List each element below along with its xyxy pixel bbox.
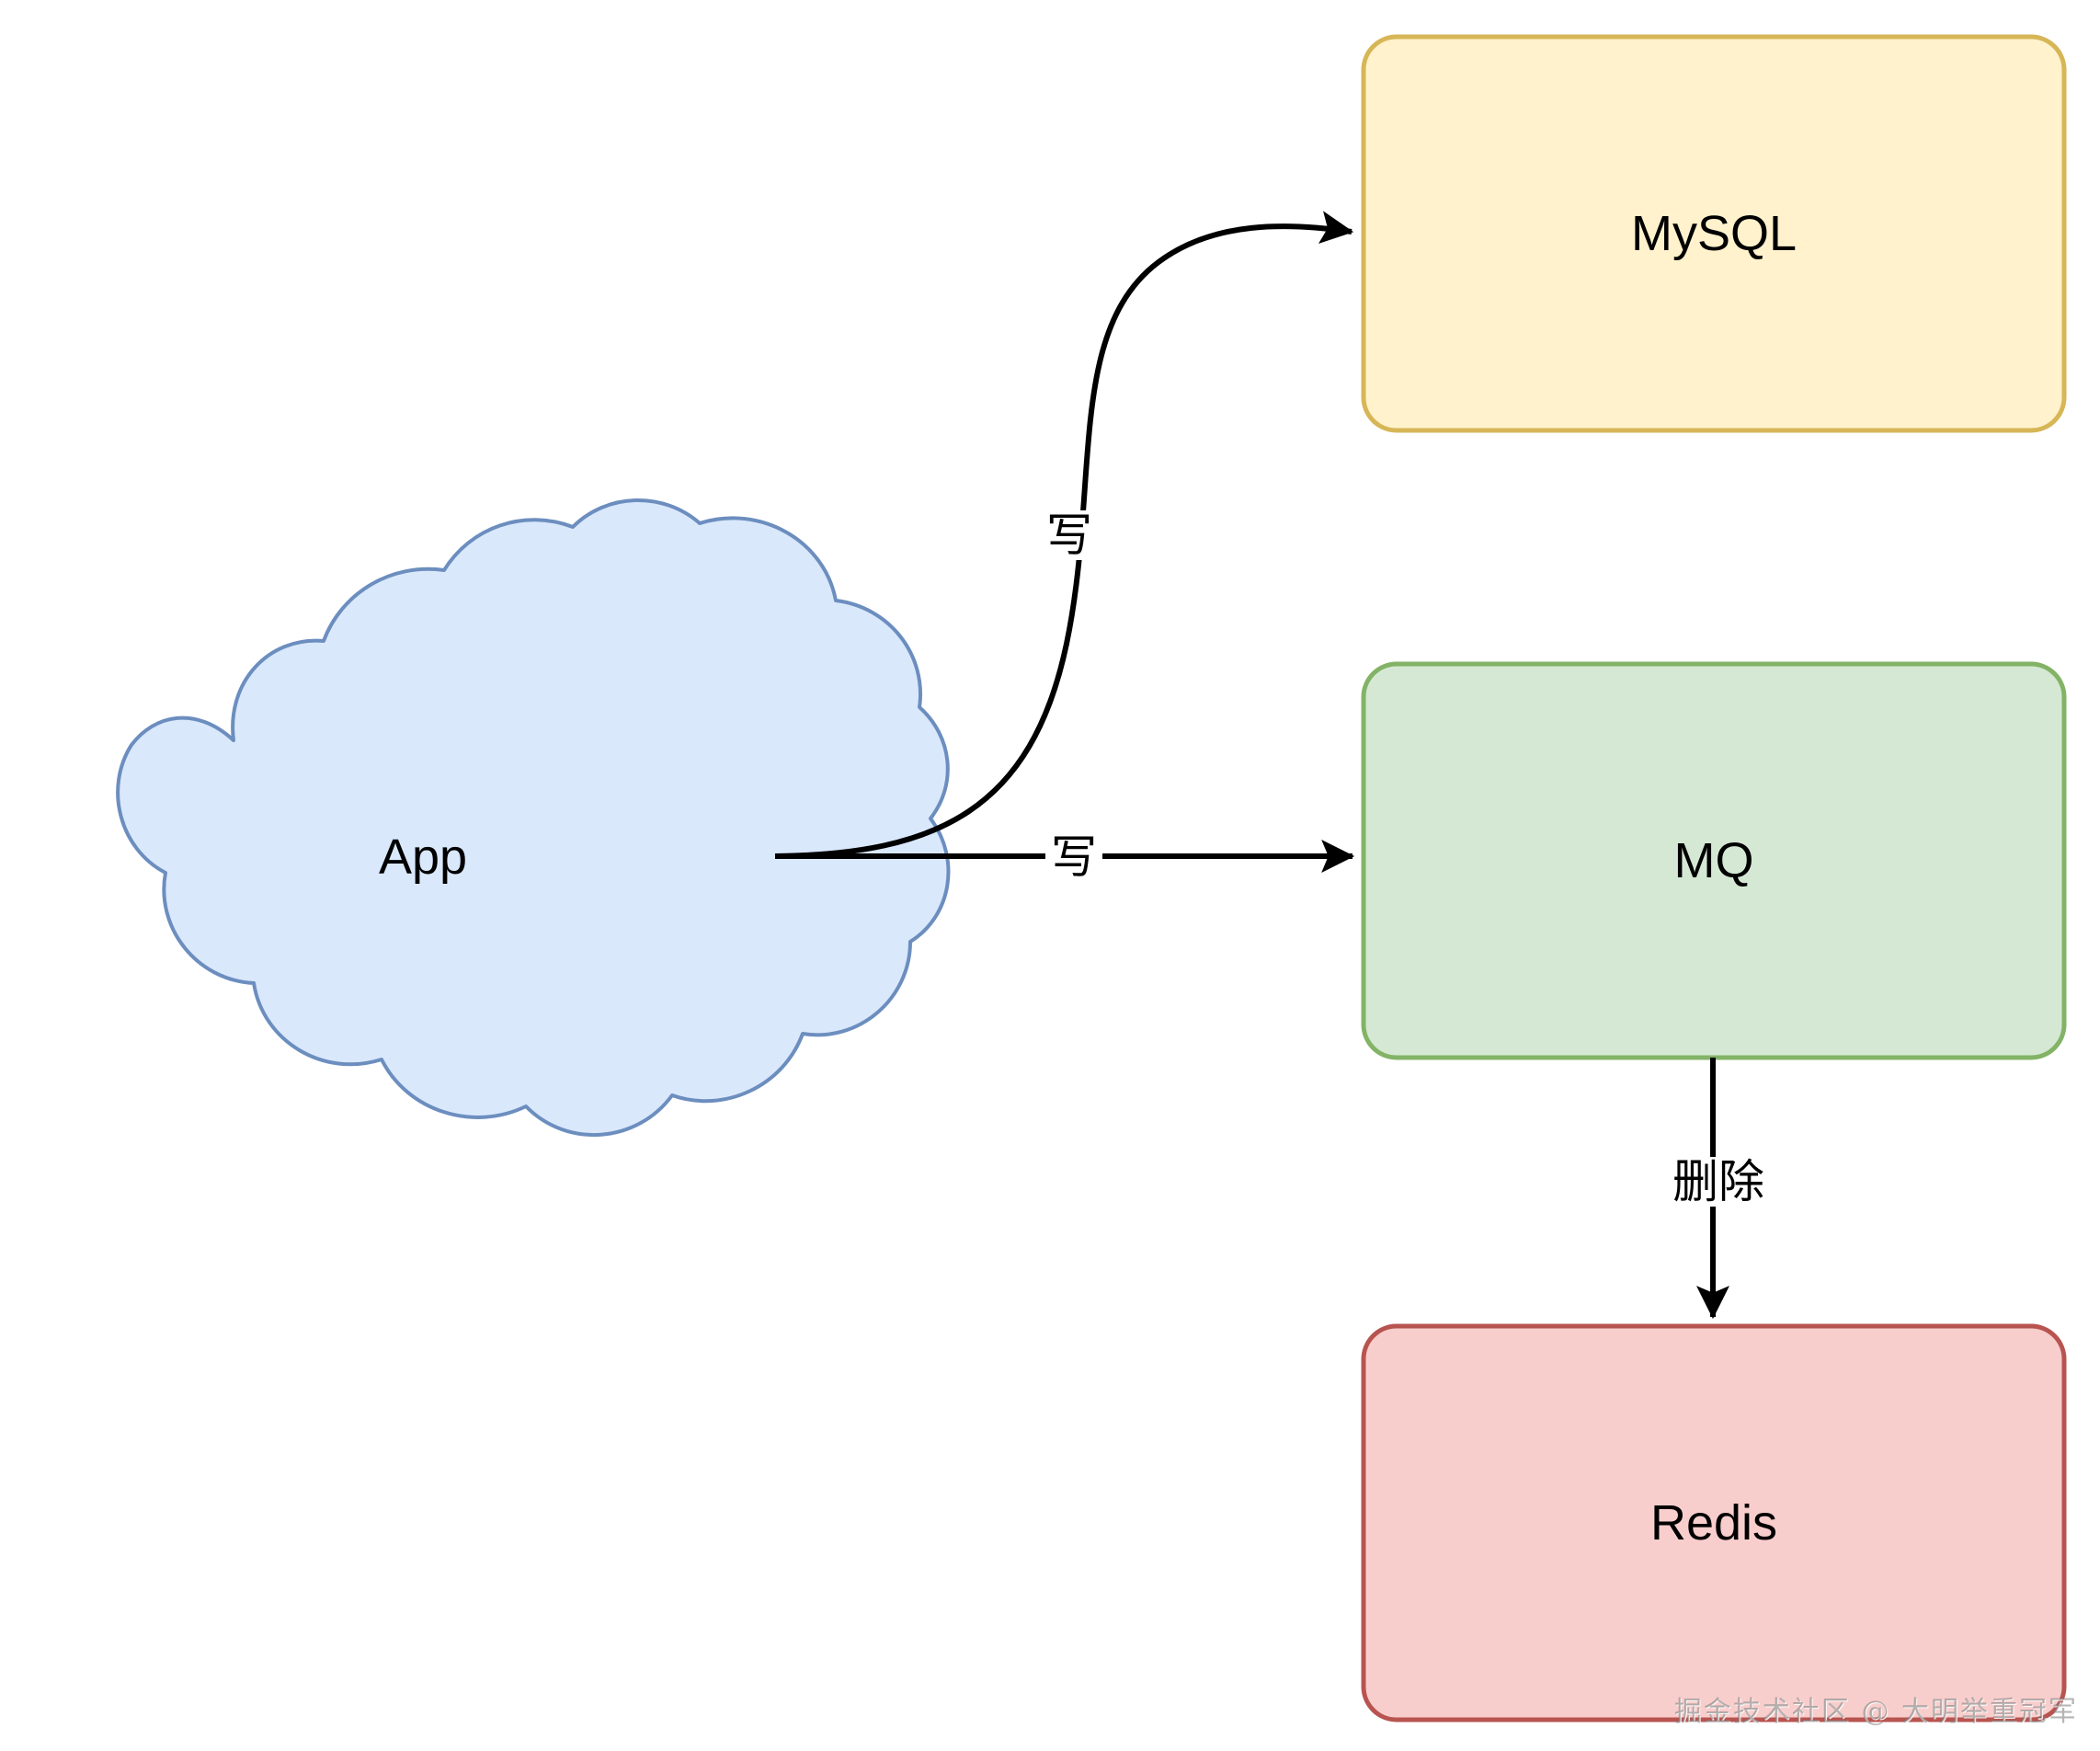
node-redis-box[interactable] (1361, 1323, 2067, 1722)
edge-app-to-mysql[interactable] (774, 211, 1354, 859)
edge-label-mq-to-redis: 删除 (1667, 1157, 1770, 1207)
node-mysql-box[interactable] (1361, 34, 2067, 433)
node-app-cloud[interactable] (116, 498, 951, 1138)
edge-label-app-to-mq: 写 (1045, 832, 1102, 882)
node-mq-box[interactable] (1361, 661, 2067, 1060)
edge-label-app-to-mysql: 写 (1041, 510, 1098, 560)
